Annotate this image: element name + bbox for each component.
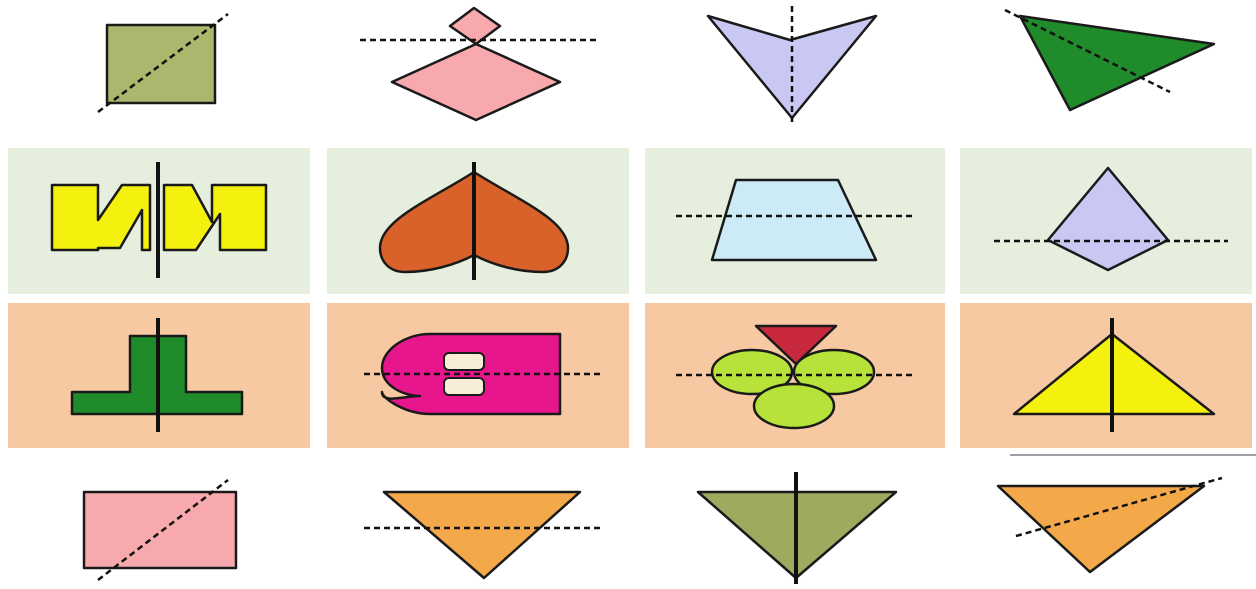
- pink-kite-diamond-horizontal-axis: [360, 8, 598, 120]
- olive-square-diagonal-axis: [98, 14, 228, 112]
- lavender-arrowhead-vertical-axis: [708, 6, 876, 122]
- orange-triangle-horizontal-axis: [364, 492, 600, 578]
- orange-triangle-diagonal-axis: [998, 478, 1222, 572]
- green-triangle-diagonal-axis: [1005, 10, 1214, 110]
- pink-rectangle-diagonal-axis: [84, 480, 236, 580]
- olive-triangle-vertical-axis: [698, 472, 896, 584]
